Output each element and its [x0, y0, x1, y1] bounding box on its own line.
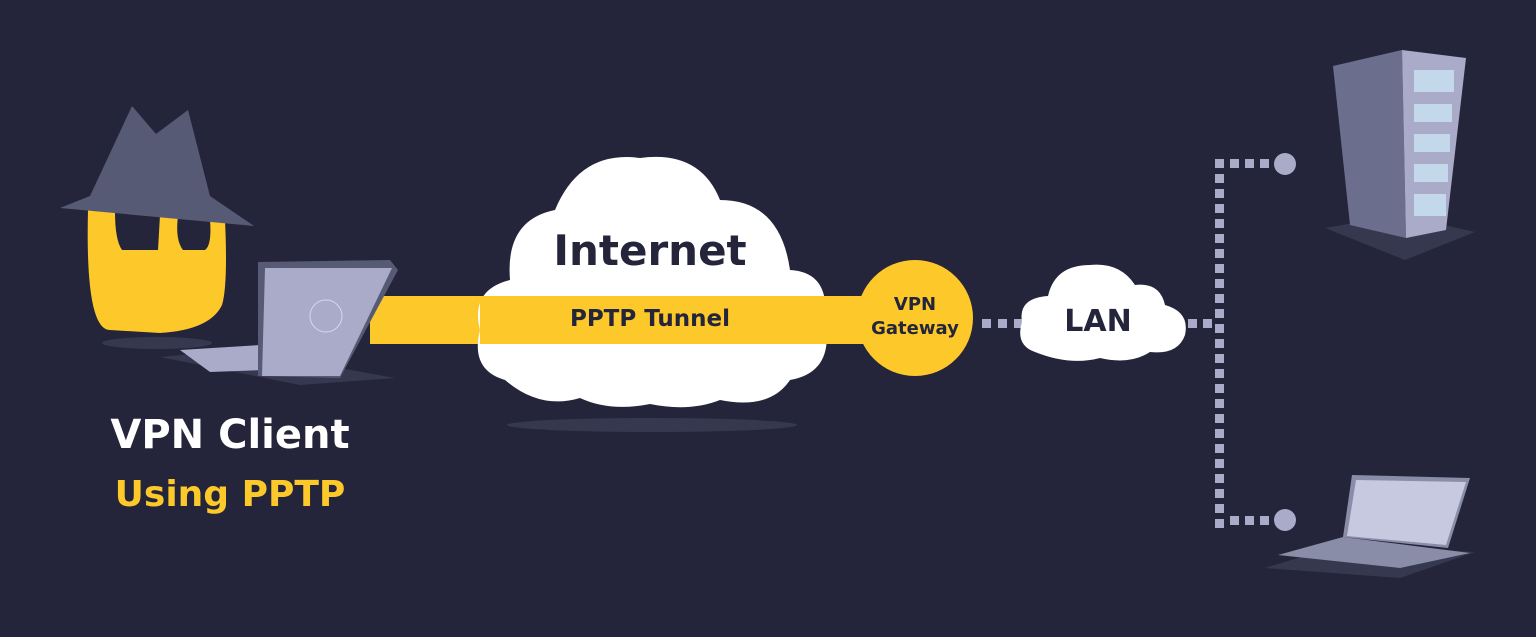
link-dot: [1215, 339, 1224, 348]
internet-label: Internet: [553, 226, 747, 275]
link-dot: [1215, 489, 1224, 498]
server-icon: [1325, 50, 1475, 260]
dotted-links: [982, 153, 1296, 531]
link-dot: [1215, 399, 1224, 408]
vpn-client-subtitle: Using PPTP: [114, 474, 346, 515]
link-dot: [1215, 264, 1224, 273]
link-dot: [1215, 369, 1224, 378]
vpn-gateway-label: VPN Gateway: [858, 293, 972, 341]
link-dot: [1215, 474, 1224, 483]
link-dot: [1215, 294, 1224, 303]
link-dot: [1215, 459, 1224, 468]
link-dot: [1215, 204, 1224, 213]
cloud-shadow: [507, 418, 797, 432]
spy-icon: [60, 106, 254, 333]
vpn-client-title: VPN Client: [110, 412, 350, 458]
link-dot: [1215, 519, 1224, 528]
link-dot: [1215, 504, 1224, 513]
link-dot: [1215, 309, 1224, 318]
link-dot: [1215, 219, 1224, 228]
client-laptop-icon: [160, 260, 398, 385]
link-dot: [1215, 234, 1224, 243]
vpn-gateway-node: [857, 260, 973, 376]
lan-label: LAN: [1064, 304, 1132, 339]
link-dot: [1215, 249, 1224, 258]
link-dot: [1215, 354, 1224, 363]
link-dot: [1215, 279, 1224, 288]
lan-cloud-icon: [1020, 264, 1186, 361]
vertical-dotted-link: [1215, 159, 1224, 528]
gateway-line2: Gateway: [871, 318, 959, 339]
link-dot: [1215, 189, 1224, 198]
link-dot: [1215, 324, 1224, 333]
gateway-line1: VPN: [893, 294, 937, 315]
pptp-tunnel-label: PPTP Tunnel: [569, 306, 731, 332]
laptop-icon: [1265, 475, 1475, 578]
link-dot: [1215, 429, 1224, 438]
link-dot: [1215, 414, 1224, 423]
link-dot: [1215, 174, 1224, 183]
spy-shadow: [102, 337, 212, 349]
internet-cloud-icon: [477, 156, 880, 408]
link-dot: [1215, 444, 1224, 453]
link-dot: [1215, 159, 1224, 168]
link-dot: [1215, 384, 1224, 393]
